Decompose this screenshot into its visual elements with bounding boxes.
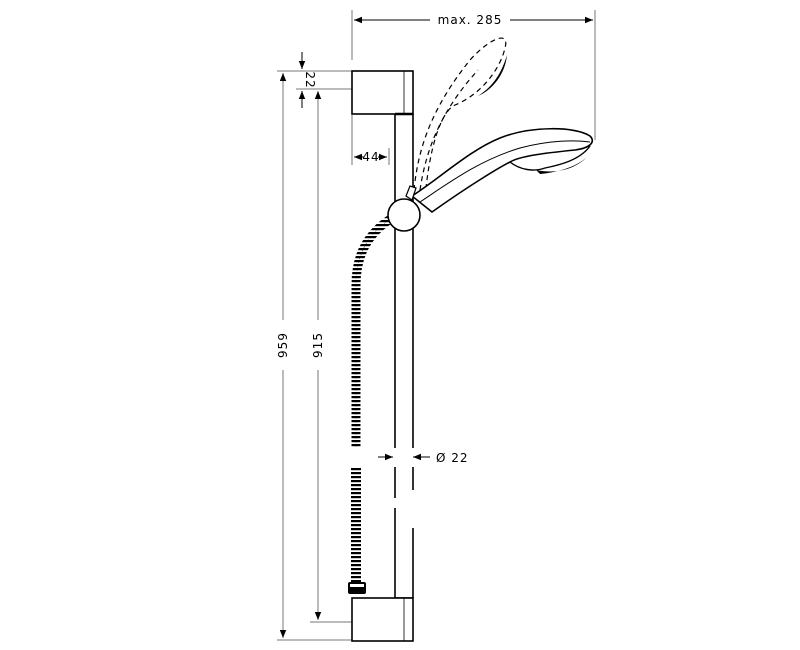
wall-bracket-bottom — [351, 597, 414, 642]
dimension-top-bracket: 22 — [277, 52, 352, 108]
wall-offset-label: 44 — [362, 150, 379, 164]
dimension-overall-height: 959 — [276, 73, 352, 641]
slider-holder — [387, 185, 421, 232]
dimension-rail-diameter: Ø 22 — [378, 451, 469, 465]
max-reach-label: max. 285 — [438, 13, 503, 27]
top-bracket-label: 22 — [303, 71, 317, 88]
dimension-rail-length: 915 — [310, 91, 352, 623]
dimension-max-reach: max. 285 — [351, 10, 596, 140]
rail-diameter-label: Ø 22 — [436, 451, 469, 465]
shower-hose — [348, 214, 395, 594]
hand-shower-tilted-dashed — [413, 37, 507, 191]
dimension-wall-offset: 44 — [351, 115, 390, 165]
rail-length-label: 915 — [311, 332, 325, 358]
shower-rail — [394, 112, 414, 599]
hand-shower — [410, 127, 594, 214]
wall-bracket-top — [351, 70, 414, 115]
overall-height-label: 959 — [276, 332, 290, 358]
